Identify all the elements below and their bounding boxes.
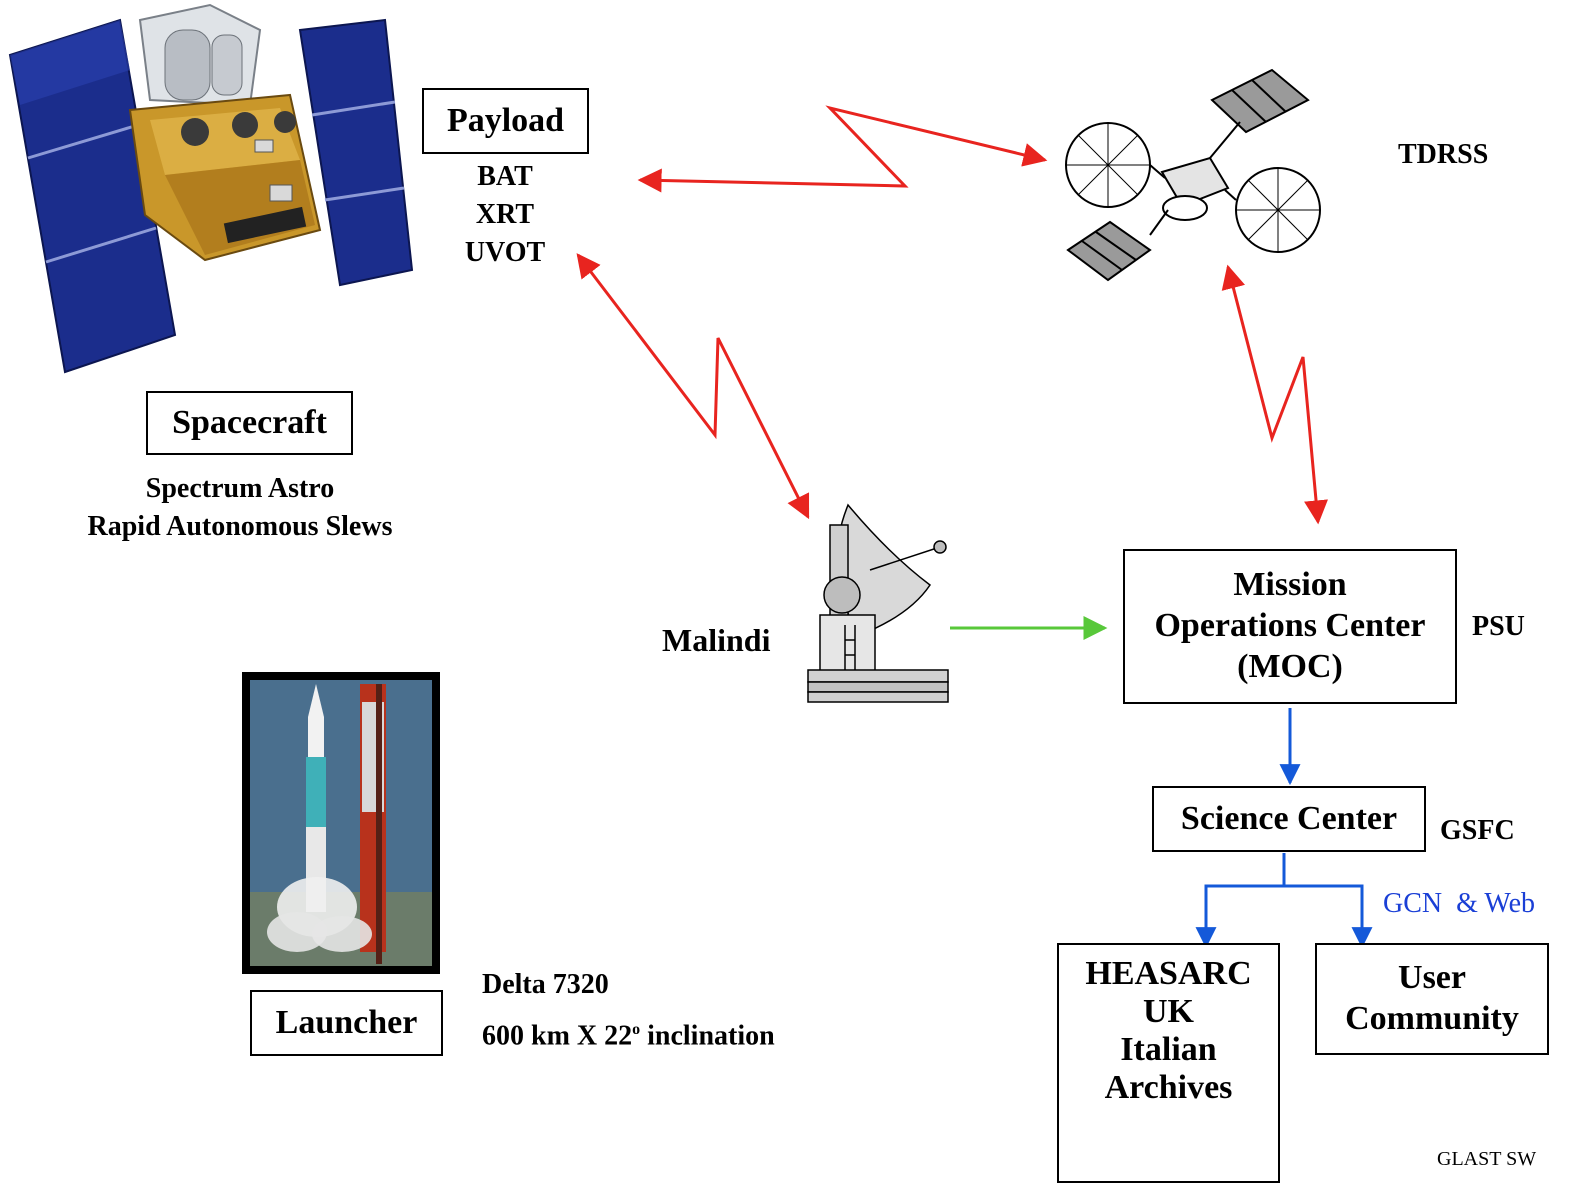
spacecraft-title: Spacecraft (172, 403, 327, 441)
orbit-prefix: 600 km X 22 (482, 1020, 633, 1052)
orbit-suffix: inclination (640, 1020, 775, 1052)
user-community-line-1: User (1398, 959, 1466, 997)
launcher-title: Launcher (275, 1003, 418, 1041)
launcher-box: Launcher (250, 990, 443, 1056)
rf-link-payload-malindi (576, 253, 810, 520)
archives-line-1: HEASARC (1085, 955, 1252, 992)
user-community-box: User Community (1315, 943, 1549, 1055)
launcher-orbit: 600 km X 22o inclination (482, 1011, 775, 1055)
archives-line-2: UK (1143, 993, 1194, 1031)
launcher-photo (242, 672, 440, 974)
spacecraft-feature: Rapid Autonomous Slews (87, 511, 393, 542)
moc-org: PSU (1472, 611, 1525, 642)
payload-box: Payload (422, 88, 589, 154)
connector-layer (576, 105, 1373, 949)
payload-instruments: BAT XRT UVOT (430, 158, 580, 272)
solar-panel-left (8, 18, 177, 374)
distribution-label: GCN & Web (1383, 888, 1536, 919)
malindi-label: Malindi (662, 622, 771, 658)
moc-box: Mission Operations Center (MOC) (1123, 549, 1457, 704)
science-center-org: GSFC (1440, 815, 1515, 846)
spacecraft-description: Spectrum Astro Rapid Autonomous Slews (40, 470, 440, 546)
spacecraft-builder: Spectrum Astro (145, 473, 335, 504)
science-center-box: Science Center (1152, 786, 1426, 852)
moc-line-1: Mission (1233, 566, 1347, 604)
instrument-uvot: UVOT (464, 237, 546, 268)
flow-to-archives (1195, 884, 1284, 949)
orbit-degree: o (632, 1021, 641, 1038)
archives-line-4: Archives (1104, 1069, 1233, 1107)
user-community-line-2: Community (1345, 1000, 1519, 1037)
payload-title: Payload (446, 101, 565, 139)
moc-line-3: (MOC) (1237, 647, 1343, 685)
spacecraft-box: Spacecraft (146, 391, 353, 455)
launcher-vehicle: Delta 7320 (482, 969, 609, 1000)
tdrss-illustration (1065, 68, 1321, 282)
instrument-bat: BAT (477, 161, 533, 192)
rf-link-tdrss-moc (1221, 264, 1328, 525)
archives-box: HEASARC UK Italian Archives (1057, 943, 1280, 1183)
tdrss-label: TDRSS (1398, 139, 1489, 170)
instrument-xrt: XRT (475, 199, 535, 230)
moc-line-2: Operations Center (1154, 607, 1426, 645)
archives-line-3: Italian (1120, 1031, 1217, 1069)
spacecraft-illustration (8, 3, 414, 374)
ground-antenna-illustration (807, 503, 949, 703)
solar-panel-right (298, 18, 414, 287)
science-center-title: Science Center (1180, 799, 1398, 837)
footer-text: GLAST SW (1437, 1148, 1537, 1170)
flow-to-users (1284, 884, 1373, 949)
rf-link-payload-tdrss (637, 105, 1048, 193)
